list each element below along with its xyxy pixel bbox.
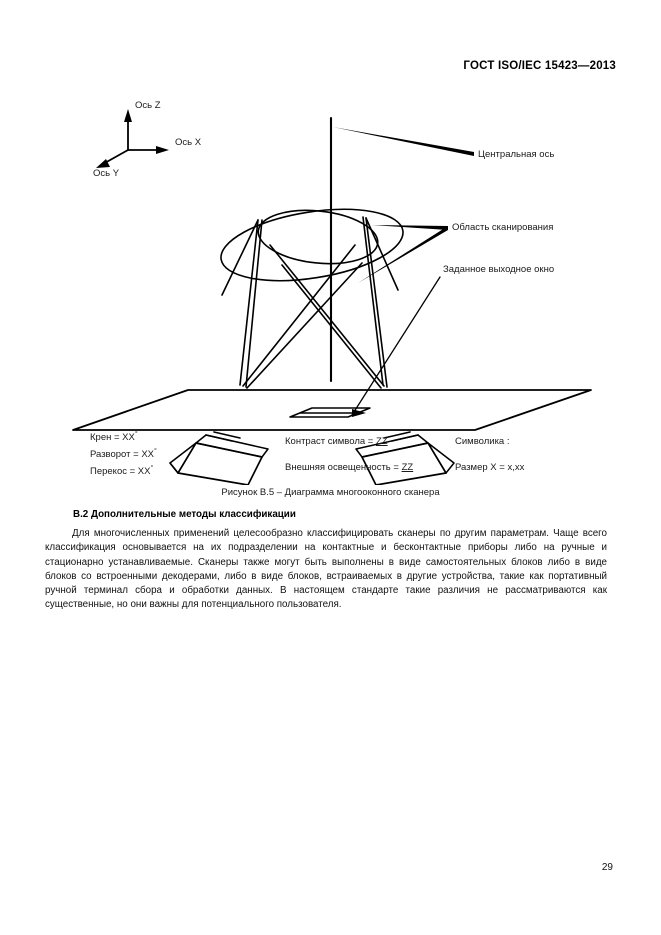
scanner-diagram-svg <box>72 109 592 485</box>
body-paragraph: Для многочисленных применений целесообра… <box>45 528 607 611</box>
degree-symbol-skew: ° <box>150 465 154 473</box>
param-block-optical: Контраст символа = ZZ Внешняя освещеннос… <box>285 429 413 481</box>
param-block-orientation: Крен = XX° Разворот = XX° Перекос = XX° <box>90 428 157 479</box>
scanner-unit-left <box>169 431 269 485</box>
param-x-dimension: Размер X = x,xx <box>455 462 525 473</box>
param-x-dimension-value: x,xx <box>507 462 525 473</box>
param-symbol-contrast: Контраст символа = ZZ <box>285 436 388 447</box>
param-ambient-light: Внешняя освещенность = ZZ <box>285 462 414 473</box>
figure-multiwindow-scanner-diagram: Ось Z Ось X Ось Y Центральная ось Област… <box>0 85 661 485</box>
param-symbol-contrast-value: ZZ <box>375 436 388 447</box>
param-roll: Крен = XX° <box>90 431 138 444</box>
param-ambient-light-value: ZZ <box>401 462 414 473</box>
output-window-rectangle <box>289 407 371 418</box>
axis-label-x: Ось X <box>175 137 202 148</box>
degree-symbol-roll: ° <box>134 431 138 438</box>
scan-ellipse-b <box>257 209 379 265</box>
section-heading: В.2 Дополнительные методы классификации <box>73 509 296 520</box>
reference-plane <box>72 389 592 431</box>
callout-label-scan-area: Область сканирования <box>452 222 554 233</box>
callout-leader-lines <box>333 127 474 416</box>
axis-label-y: Ось Y <box>93 168 120 179</box>
figure-caption: Рисунок В.5 – Диаграмма многооконного ск… <box>221 487 440 498</box>
scan-ellipse-a <box>220 208 404 282</box>
param-block-symbology: Символика : Размер X = x,xx <box>455 429 524 481</box>
degree-symbol-pitch: ° <box>154 448 157 456</box>
axis-label-z: Ось Z <box>135 100 161 111</box>
param-symbology: Символика : <box>455 436 510 447</box>
axis-triad-glyph <box>96 109 169 168</box>
callout-label-output-window: Заданное выходное окно <box>443 264 555 275</box>
scanner-unit-right <box>355 431 455 485</box>
document-standard-header: ГОСТ ISO/IEC 15423—2013 <box>463 60 616 72</box>
scan-beam-lines <box>221 216 399 389</box>
param-skew: Перекос = XX° <box>90 465 154 478</box>
callout-label-central-axis: Центральная ось <box>478 149 555 160</box>
param-pitch: Разворот = XX° <box>90 448 157 461</box>
page-number: 29 <box>601 862 613 873</box>
